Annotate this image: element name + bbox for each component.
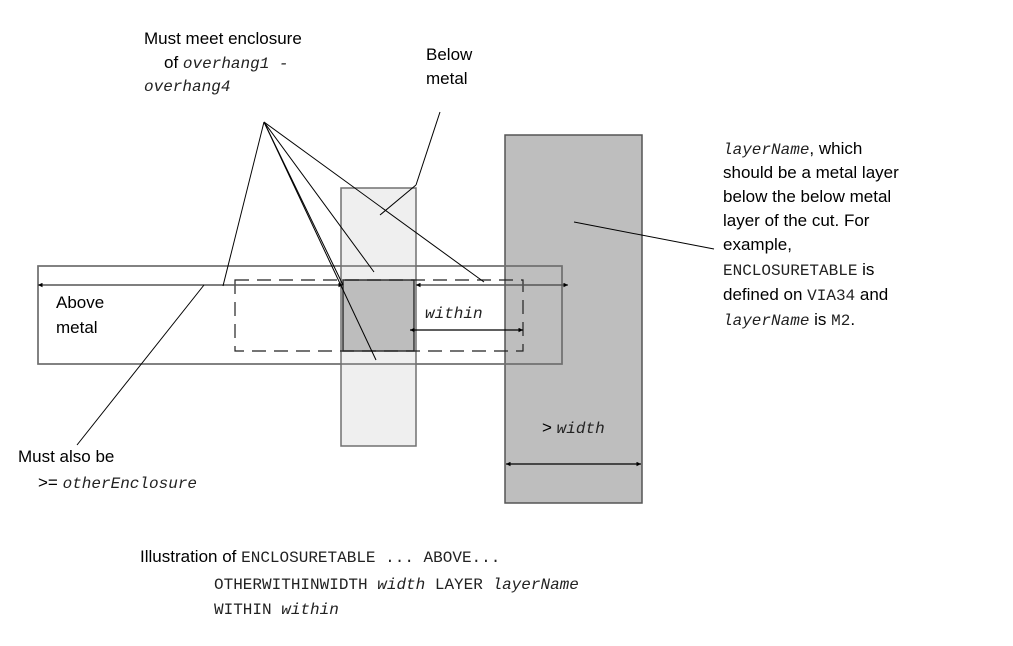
svg-text:layerName is M2.: layerName is M2. [723,310,855,330]
leader-below-metal-upper [415,111,441,186]
svg-text:Illustration of ENCLOSURETABLE: Illustration of ENCLOSURETABLE ... ABOVE… [140,547,500,567]
below-metal-line1: Below [426,45,473,64]
above-metal-line2: metal [56,318,98,337]
above-metal-outline [37,265,563,365]
below-metal-line2: metal [426,69,468,88]
leader-must-also [76,284,205,446]
above-metal-line1: Above [56,293,104,312]
svg-text:defined on VIA34 and: defined on VIA34 and [723,285,888,305]
caption: Illustration of ENCLOSURETABLE ... ABOVE… [140,547,579,619]
svg-text:below the below metal: below the below metal [723,187,891,206]
leader-lines-must-meet [222,121,485,361]
must-meet-line3: overhang4 [144,78,230,96]
leader-layer-note [573,221,715,250]
must-meet-line2: of overhang1 - [144,53,301,73]
must-also-line1: Must also be [18,447,114,466]
within-label: within [425,305,483,323]
leader-below-metal [379,184,417,216]
within-region-dashed [234,279,524,352]
via-cut [342,279,415,352]
svg-text:layer of the cut. For: layer of the cut. For [723,211,870,230]
must-meet-line1: Must meet enclosure [144,29,302,48]
svg-text:layerName, which: layerName, which [723,139,862,159]
other-metal-layer [504,134,643,504]
svg-text:should be a metal layer: should be a metal layer [723,163,899,182]
must-also-line2: >= otherEnclosure [18,473,209,493]
above-metal-layer [37,265,563,365]
width-label: > width [522,418,617,438]
svg-text:ENCLOSURETABLE is: ENCLOSURETABLE is [723,260,874,280]
svg-text:WITHIN within: WITHIN within [214,601,339,619]
svg-text:OTHERWITHINWIDTH width LAYER l: OTHERWITHINWIDTH width LAYER layerName [214,576,579,594]
layer-note: layerName, which should be a metal layer… [723,139,899,330]
svg-text:example,: example, [723,235,792,254]
